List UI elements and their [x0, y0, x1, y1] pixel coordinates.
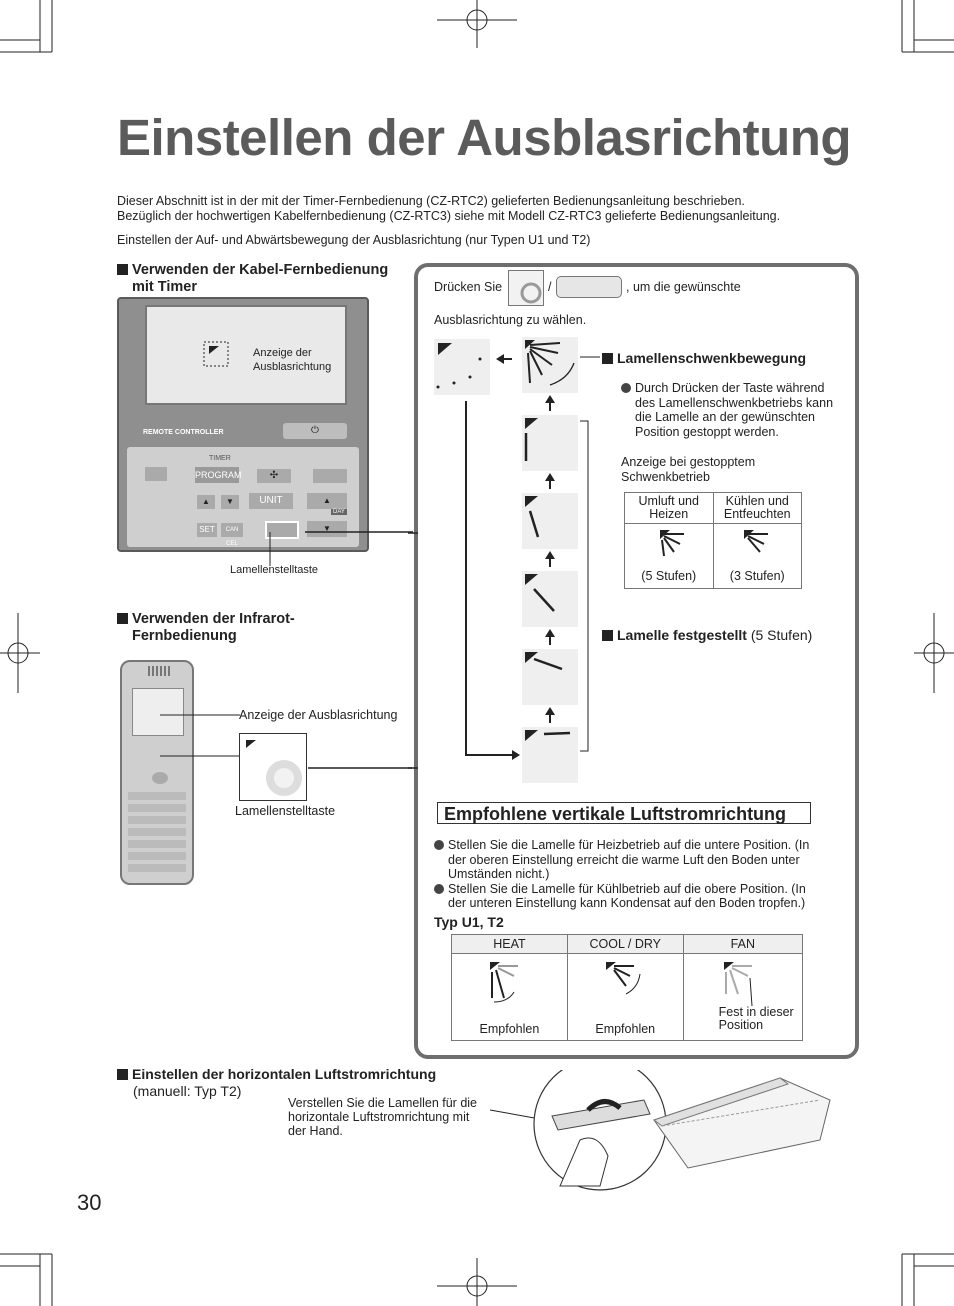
five-step-icon	[659, 530, 684, 557]
fixed-position-icons	[522, 415, 578, 783]
square-bullet-icon	[602, 353, 613, 364]
infrared-louver-button[interactable]	[152, 772, 168, 784]
press-suffix: , um die gewünschte	[626, 280, 741, 294]
infrared-heading: Verwenden der Infrarot- Fernbedienung	[117, 611, 295, 645]
wired-indicator-label-1: Anzeige der	[253, 347, 312, 359]
timer-label: TIMER	[209, 455, 231, 462]
cool-cell: Empfohlen	[566, 953, 684, 1041]
infrared-lcd-display	[132, 688, 184, 736]
power-button[interactable]: ⏻	[283, 423, 347, 439]
remote-brand: REMOTE CONTROLLER	[143, 429, 224, 436]
heat-cell: Empfohlen	[451, 953, 568, 1041]
swing-key-icon	[508, 270, 544, 306]
heat-airflow-icon	[490, 962, 519, 1003]
temp-up-button[interactable]: ▲	[307, 493, 347, 509]
mode-button[interactable]	[313, 469, 347, 483]
fan-airflow-icon	[723, 962, 753, 1007]
col-cool: COOL / DRY	[566, 934, 684, 954]
direction-diagram	[434, 337, 600, 783]
wired-remote-controller: Anzeige der Ausblasrichtung REMOTE CONTR…	[117, 297, 369, 552]
program-button[interactable]: PROGRAM	[195, 467, 242, 483]
round-bullet-icon	[434, 840, 444, 850]
swing-heading: Lamellenschwenkbewegung	[602, 350, 806, 367]
cancel-button[interactable]: CAN CEL	[221, 523, 243, 547]
infrared-remote-controller	[120, 660, 194, 885]
wired-louver-callout	[269, 531, 413, 566]
page-number: 30	[77, 1190, 102, 1215]
fan-speed-button[interactable]: ✣	[257, 469, 291, 483]
col-heat: HEAT	[451, 934, 568, 954]
col-fan: FAN	[682, 934, 804, 954]
louver-key-icon	[246, 740, 302, 796]
louver-button[interactable]	[265, 521, 299, 539]
cool-recommended: Empfohlen	[595, 1022, 656, 1036]
infrared-callouts	[160, 714, 412, 769]
square-bullet-icon	[602, 630, 613, 641]
round-bullet-icon	[434, 883, 444, 894]
square-bullet-icon	[117, 613, 128, 624]
swing-active-icon	[522, 337, 578, 393]
heat-recommended: Empfohlen	[479, 1022, 540, 1036]
infrared-louver-key-label: Lamellenstelltaste	[235, 804, 336, 818]
infrared-louver-key-image	[239, 733, 307, 801]
wired-louver-key-label: Lamellenstelltaste	[230, 564, 319, 576]
round-bullet-icon	[621, 383, 631, 393]
remote-lcd-display	[145, 305, 347, 405]
louver-key-icon	[556, 276, 622, 298]
type-label: Typ U1, T2	[434, 914, 504, 930]
cool-airflow-icon	[606, 962, 641, 995]
infrared-indicator-label: Anzeige der Ausblasrichtung	[239, 708, 398, 722]
day-badge: DAY	[331, 509, 347, 515]
square-bullet-icon	[117, 1069, 128, 1080]
horizontal-text: Verstellen Sie die Lamellen für die hori…	[288, 1096, 478, 1138]
fixed-heading: Lamelle festgestellt (5 Stufen)	[602, 627, 812, 644]
page-title: Einstellen der Ausblasrichtung	[117, 109, 852, 166]
swing-indicator	[434, 339, 490, 395]
recommended-table: HEAT COOL / DRY FAN Empfohlen Empfohlen …	[451, 934, 804, 1041]
intro-line-1: Dieser Abschnitt ist in der mit der Time…	[117, 194, 745, 208]
swing-text: Durch Drücken der Taste während des Lame…	[621, 381, 833, 439]
stop-label-2: Schwenkbetrieb	[621, 470, 710, 484]
set-button[interactable]: SET	[197, 523, 217, 537]
recommended-bullets: Stellen Sie die Lamelle für Heizbetrieb …	[434, 838, 809, 911]
down-button[interactable]: ▼	[221, 495, 239, 509]
intro-line-2: Bezüglich der hochwertigen Kabelfernbedi…	[117, 209, 781, 223]
unit-button[interactable]: UNIT	[249, 493, 293, 509]
airflow-indicator-icon	[203, 341, 229, 367]
horizontal-subheading: (manuell: Typ T2)	[133, 1083, 242, 1099]
three-step-icon	[744, 530, 769, 553]
wired-indicator-label-2: Ausblasrichtung	[253, 361, 332, 373]
horizontal-illustration	[489, 1070, 831, 1191]
up-button[interactable]: ▲	[197, 495, 215, 509]
intro-line-3: Einstellen der Auf- und Abwärtsbewegung …	[117, 233, 591, 247]
stop-label-1: Anzeige bei gestopptem	[621, 455, 756, 469]
press-prefix: Drücken Sie	[434, 280, 503, 294]
connector-lines	[408, 532, 418, 769]
infrared-emitter	[148, 666, 170, 676]
wired-heading: Verwenden der Kabel-Fernbedienung mit Ti…	[117, 262, 388, 296]
temp-down-button[interactable]: ▼	[307, 521, 347, 537]
recommended-title: Empfohlene vertikale Luftstromrichtung	[437, 802, 811, 824]
stop-col-2-cell: (3 Stufen)	[712, 523, 802, 589]
horizontal-heading: Einstellen der horizontalen Luftstromric…	[117, 1066, 436, 1083]
stop-col-1-cell: (5 Stufen)	[624, 523, 714, 589]
press-slash: /	[548, 280, 552, 294]
press-line-2: Ausblasrichtung zu wählen.	[434, 313, 587, 327]
square-bullet-icon	[117, 264, 128, 275]
airflow-panel	[414, 263, 859, 1059]
infrared-button-pad	[128, 792, 186, 872]
timer-button[interactable]	[145, 467, 167, 481]
remote-lower-body: TIMER PROGRAM ✣ ▲ ▼ UNIT ▲ SET CAN CEL ▼…	[127, 447, 359, 547]
